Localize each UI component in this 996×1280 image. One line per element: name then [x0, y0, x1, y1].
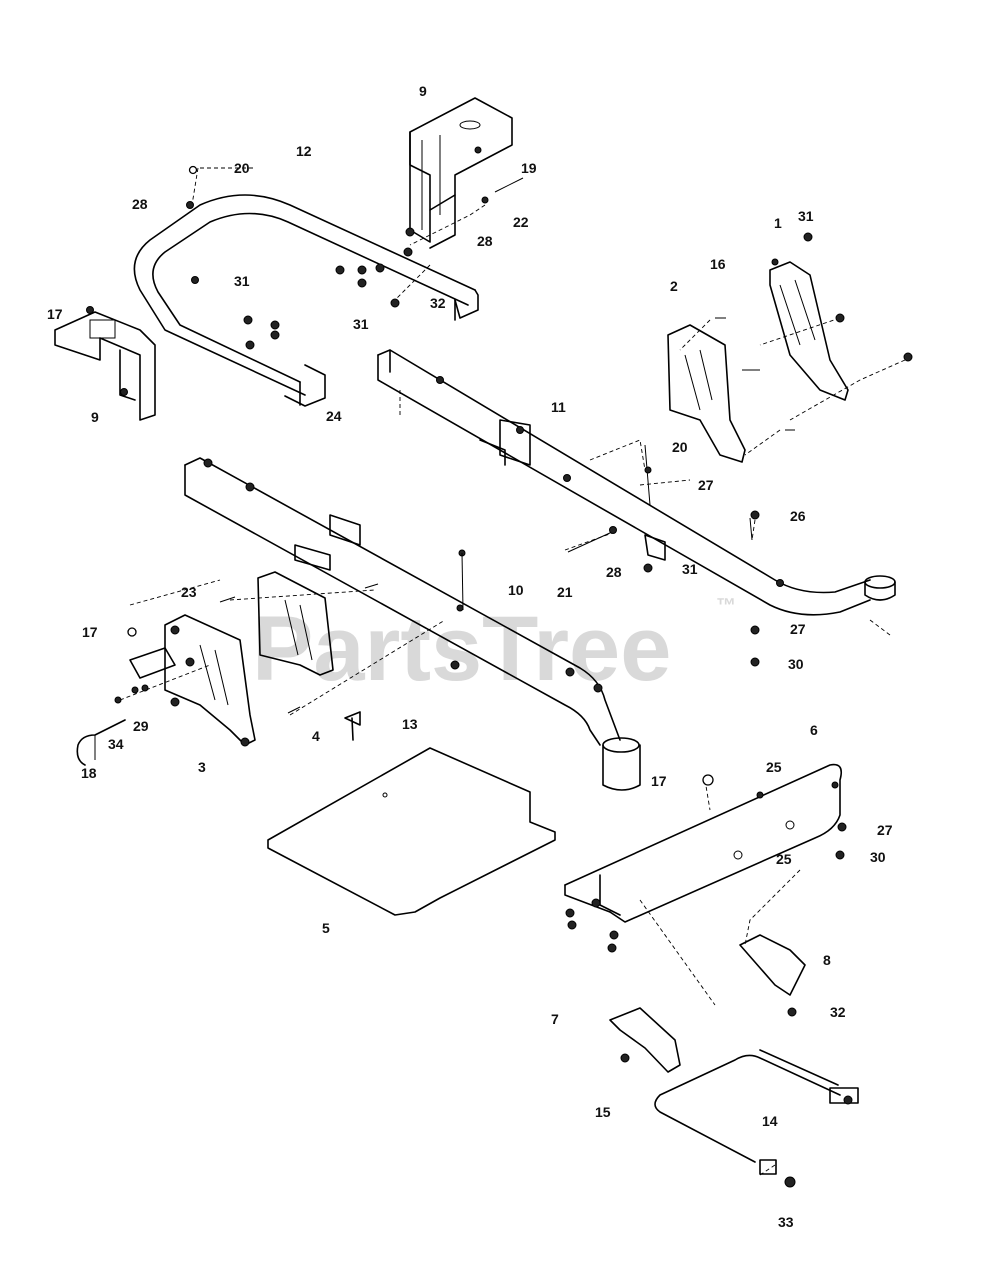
part-18-hook-rod — [76, 719, 126, 766]
part-15-u-rod — [654, 1049, 859, 1163]
callout: 32 — [430, 295, 446, 311]
bolt-21 — [567, 531, 613, 553]
callout: 18 — [81, 765, 97, 781]
callout: 4 — [312, 728, 320, 744]
callout: 22 — [513, 214, 529, 230]
nut-30 — [750, 657, 760, 667]
callout: 16 — [710, 256, 726, 272]
part-12-tube-frame — [133, 194, 479, 407]
bolt-19 — [494, 177, 524, 193]
part-1-right-plate — [769, 261, 849, 401]
callout: 8 — [823, 952, 831, 968]
callout: 17 — [651, 773, 667, 789]
callout: 6 — [810, 722, 818, 738]
part-6-right-rail — [564, 763, 843, 923]
callout: 19 — [521, 160, 537, 176]
part-10-lower-rail — [184, 457, 621, 746]
callout: 27 — [790, 621, 806, 637]
part-8-bracket — [739, 934, 806, 996]
nut-27-right — [750, 625, 760, 635]
callout: 23 — [181, 584, 197, 600]
part-9-upper-bracket — [409, 97, 513, 249]
part-20-center-plate — [667, 324, 746, 463]
hardware — [86, 146, 913, 1188]
callout: 28 — [477, 233, 493, 249]
callout: 17 — [82, 624, 98, 640]
callout: 2 — [670, 278, 678, 294]
part-9-lower-bracket — [54, 311, 156, 421]
watermark-trademark: ™ — [716, 595, 736, 617]
callout: 31 — [353, 316, 369, 332]
callout: 28 — [606, 564, 622, 580]
callout: 7 — [551, 1011, 559, 1027]
callout: 14 — [762, 1113, 778, 1129]
callout: 12 — [296, 143, 312, 159]
callout: 17 — [47, 306, 63, 322]
callout: 32 — [830, 1004, 846, 1020]
wingnut-13 — [344, 711, 361, 741]
callout: 5 — [322, 920, 330, 936]
part-7-bracket — [609, 1007, 681, 1073]
watermark-text: PartsTree — [252, 598, 671, 700]
part-5-floor-pan — [267, 747, 556, 916]
callout: 26 — [790, 508, 806, 524]
callout: 33 — [778, 1214, 794, 1230]
callout: 25 — [766, 759, 782, 775]
callout: 10 — [508, 582, 524, 598]
callout: 9 — [419, 83, 427, 99]
callout: 31 — [234, 273, 250, 289]
callout: 20 — [672, 439, 688, 455]
callouts: 9 12 20 19 28 22 28 1 31 16 31 2 32 17 3… — [47, 83, 893, 1230]
callout: 11 — [551, 399, 566, 415]
part-3-left-plate — [129, 614, 256, 746]
part-26-stopper — [864, 575, 896, 601]
callout: 30 — [788, 656, 804, 672]
nut-28 — [186, 201, 194, 209]
callout: 21 — [557, 584, 573, 600]
callout: 31 — [798, 208, 814, 224]
nut-31-mid — [643, 563, 653, 573]
callout: 29 — [133, 718, 149, 734]
callout: 24 — [326, 408, 342, 424]
nut-32 — [390, 298, 400, 308]
nut-31 — [191, 276, 199, 284]
bolt-20 — [644, 444, 651, 506]
nut-31-top — [803, 232, 813, 242]
watermark: PartsTree ™ — [252, 595, 736, 700]
part-4-center-plate — [257, 571, 334, 676]
nut-27 — [644, 466, 652, 474]
callout: 20 — [234, 160, 250, 176]
callout: 31 — [682, 561, 698, 577]
callout: 1 — [774, 215, 782, 231]
callout: 9 — [91, 409, 99, 425]
callout: 30 — [870, 849, 886, 865]
callout: 34 — [108, 736, 124, 752]
nut-33 — [784, 1176, 796, 1188]
callout: 25 — [776, 851, 792, 867]
part-11-main-rail — [377, 349, 871, 616]
callout: 13 — [402, 716, 418, 732]
callout: 3 — [198, 759, 206, 775]
nut-26 — [750, 510, 760, 520]
callout: 27 — [877, 822, 893, 838]
callout: 15 — [595, 1104, 611, 1120]
nut-28-mid — [609, 526, 617, 534]
callout: 27 — [698, 477, 714, 493]
clip-14 — [759, 1159, 777, 1175]
callout: 28 — [132, 196, 148, 212]
part-17-bushing — [602, 737, 641, 791]
nut-20 — [188, 165, 198, 175]
